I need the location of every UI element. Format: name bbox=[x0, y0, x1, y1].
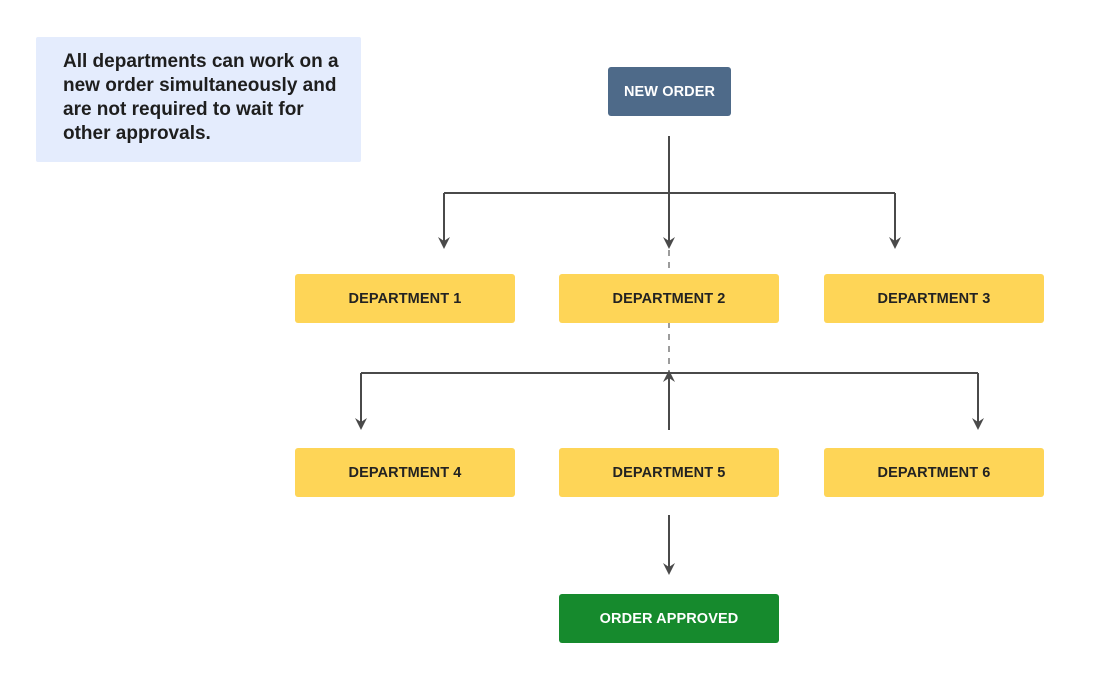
department-3-node: DEPARTMENT 3 bbox=[824, 274, 1044, 323]
department-5-label: DEPARTMENT 5 bbox=[612, 464, 726, 481]
new-order-label: NEW ORDER bbox=[623, 83, 716, 100]
department-1-label: DEPARTMENT 1 bbox=[348, 290, 462, 307]
department-2-label: DEPARTMENT 2 bbox=[612, 290, 726, 307]
note-line: new order simultaneously and bbox=[63, 75, 337, 96]
info-note: All departments can work on a new order … bbox=[36, 37, 361, 162]
note-line: other approvals. bbox=[63, 123, 211, 144]
order-approved-node: ORDER APPROVED bbox=[559, 594, 779, 643]
department-4-node: DEPARTMENT 4 bbox=[295, 448, 515, 497]
department-2-node: DEPARTMENT 2 bbox=[559, 274, 779, 323]
department-4-label: DEPARTMENT 4 bbox=[348, 464, 462, 481]
department-6-label: DEPARTMENT 6 bbox=[877, 464, 991, 481]
note-line: All departments can work on a bbox=[63, 51, 339, 72]
department-6-node: DEPARTMENT 6 bbox=[824, 448, 1044, 497]
note-line: are not required to wait for bbox=[63, 99, 304, 120]
department-5-node: DEPARTMENT 5 bbox=[559, 448, 779, 497]
new-order-node: NEW ORDER bbox=[608, 67, 731, 116]
order-approved-label: ORDER APPROVED bbox=[599, 610, 739, 627]
department-1-node: DEPARTMENT 1 bbox=[295, 274, 515, 323]
department-3-label: DEPARTMENT 3 bbox=[877, 290, 991, 307]
